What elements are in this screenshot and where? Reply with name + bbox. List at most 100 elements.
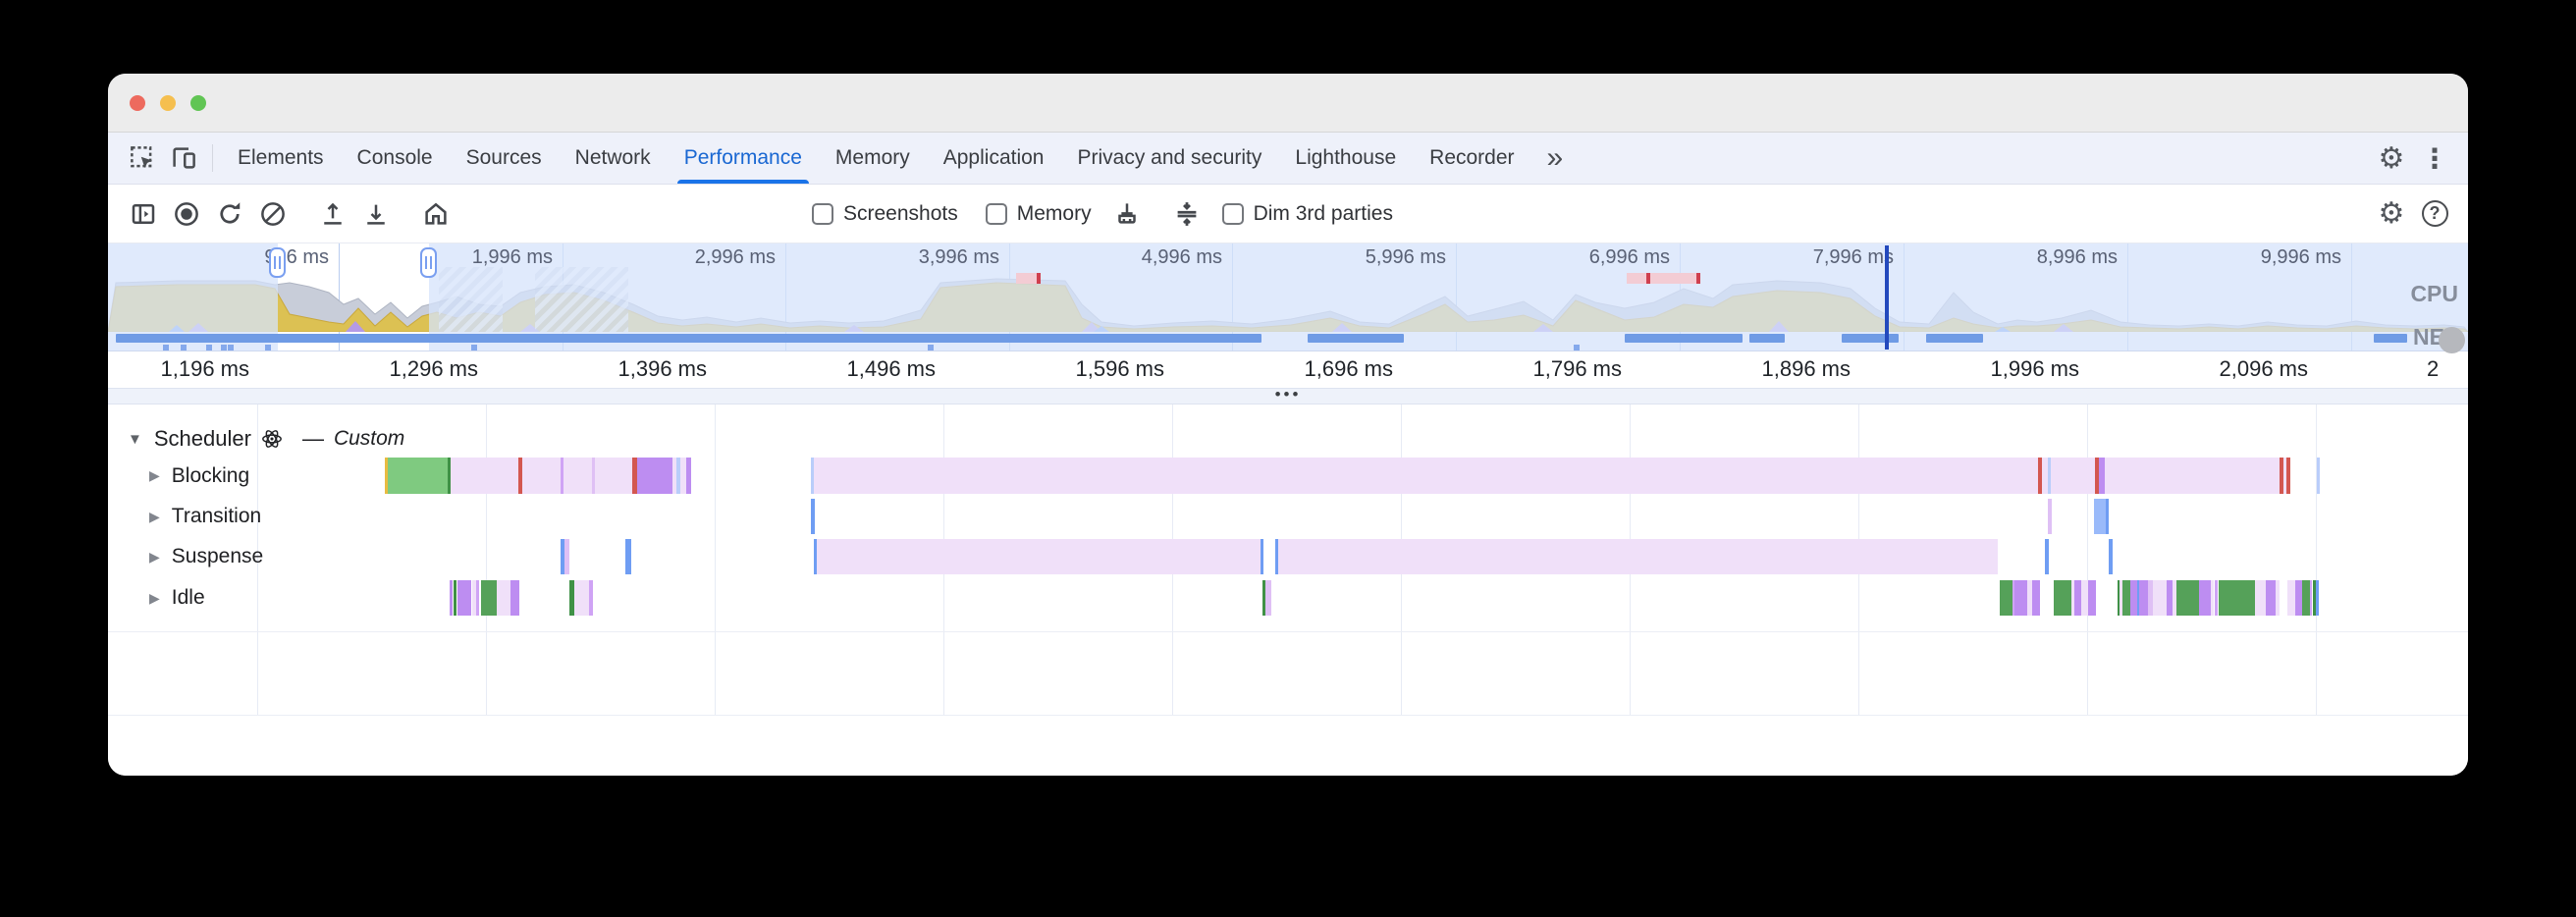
- timeline-event[interactable]: [451, 458, 518, 494]
- timeline-event[interactable]: [2014, 580, 2027, 616]
- timeline-event[interactable]: [2316, 580, 2319, 616]
- timeline-event[interactable]: [2048, 458, 2051, 494]
- timeline-event[interactable]: [1261, 539, 1263, 574]
- timeline-event[interactable]: [814, 539, 817, 574]
- collapse-flame-icon[interactable]: [1165, 192, 1208, 236]
- timeline-event[interactable]: [481, 580, 497, 616]
- timeline-event[interactable]: [2313, 580, 2316, 616]
- timeline-event[interactable]: [2302, 580, 2310, 616]
- timeline-event[interactable]: [564, 539, 569, 574]
- selection-handle-right[interactable]: [420, 247, 437, 278]
- timeline-event[interactable]: [595, 458, 632, 494]
- timeline-event[interactable]: [2276, 580, 2280, 616]
- tab-recorder[interactable]: Recorder: [1413, 133, 1530, 184]
- timeline-event[interactable]: [2255, 580, 2266, 616]
- timeline-event[interactable]: [2139, 580, 2148, 616]
- more-tabs-button[interactable]: »: [1546, 141, 1564, 174]
- timeline-event[interactable]: [457, 580, 471, 616]
- timeline-event[interactable]: [2012, 580, 2014, 616]
- timeline-event[interactable]: [2032, 580, 2040, 616]
- timeline-event[interactable]: [2266, 580, 2276, 616]
- timeline-event[interactable]: [388, 458, 448, 494]
- download-profile-icon[interactable]: [354, 192, 398, 236]
- timeline-event[interactable]: [2099, 458, 2105, 494]
- device-toolbar-icon[interactable]: [163, 133, 204, 184]
- timeline-event[interactable]: [2094, 499, 2106, 534]
- timeline-event[interactable]: [574, 580, 589, 616]
- capture-settings-gear-icon[interactable]: ⚙: [2378, 197, 2405, 230]
- timeline-event[interactable]: [2074, 580, 2081, 616]
- row-label-blocking[interactable]: ▶Blocking: [149, 458, 249, 494]
- timeline-event[interactable]: [811, 499, 815, 534]
- tab-network[interactable]: Network: [559, 133, 668, 184]
- timeline-event[interactable]: [561, 539, 564, 574]
- timeline-event[interactable]: [2167, 580, 2173, 616]
- vertical-scrollbar-thumb[interactable]: [2439, 327, 2465, 353]
- timeline-event[interactable]: [497, 580, 510, 616]
- timeline-event[interactable]: [561, 458, 564, 494]
- timeline-event[interactable]: [2215, 580, 2218, 616]
- inspect-element-icon[interactable]: [122, 133, 163, 184]
- row-label-idle[interactable]: ▶Idle: [149, 580, 205, 616]
- toggle-sidebar-icon[interactable]: [122, 192, 165, 236]
- home-live-metrics-icon[interactable]: [414, 192, 457, 236]
- timeline-event[interactable]: [2280, 458, 2283, 494]
- timeline-event[interactable]: [448, 458, 451, 494]
- collect-garbage-brush-icon[interactable]: [1105, 192, 1149, 236]
- timeline-event[interactable]: [1265, 580, 1271, 616]
- timeline-event[interactable]: [2000, 580, 2012, 616]
- zoom-window-button[interactable]: [190, 94, 206, 111]
- expand-triangle-icon[interactable]: ▶: [149, 467, 160, 483]
- timeline-event[interactable]: [2148, 580, 2153, 616]
- timeline-event[interactable]: [637, 458, 672, 494]
- memory-checkbox[interactable]: Memory: [985, 202, 1092, 226]
- checkbox-box[interactable]: [985, 202, 1007, 225]
- reload-and-record-icon[interactable]: [208, 192, 251, 236]
- timeline-event[interactable]: [2211, 580, 2214, 616]
- timeline-event[interactable]: [2310, 580, 2312, 616]
- timeline-event[interactable]: [2038, 458, 2042, 494]
- record-icon[interactable]: [165, 192, 208, 236]
- track-header-scheduler[interactable]: ▼Scheduler—Custom: [128, 426, 404, 452]
- timeline-event[interactable]: [2027, 580, 2032, 616]
- timeline-event[interactable]: [2081, 580, 2088, 616]
- playhead-marker[interactable]: [1885, 245, 1889, 350]
- timeline-event[interactable]: [522, 458, 561, 494]
- timeline-event[interactable]: [454, 580, 456, 616]
- screenshots-checkbox[interactable]: Screenshots: [812, 202, 958, 226]
- timeline-event[interactable]: [2286, 458, 2290, 494]
- timeline-event[interactable]: [2137, 580, 2139, 616]
- timeline-event[interactable]: [2095, 458, 2099, 494]
- customize-devtools-kebab-icon[interactable]: ⋮: [2421, 142, 2448, 174]
- help-icon[interactable]: ?: [2413, 192, 2456, 236]
- timeline-event[interactable]: [2130, 580, 2137, 616]
- timeline-event[interactable]: [450, 580, 453, 616]
- timeline-event[interactable]: [1262, 580, 1265, 616]
- timeline-event[interactable]: [2176, 580, 2199, 616]
- collapse-triangle-icon[interactable]: ▼: [128, 430, 142, 448]
- timeline-event[interactable]: [385, 458, 388, 494]
- timeline-event[interactable]: [2045, 539, 2049, 574]
- tab-performance[interactable]: Performance: [668, 133, 819, 184]
- timeline-event[interactable]: [2051, 458, 2095, 494]
- timeline-event[interactable]: [592, 458, 595, 494]
- timeline-event[interactable]: [2199, 580, 2211, 616]
- timeline-event[interactable]: [676, 458, 680, 494]
- timeline-event[interactable]: [680, 458, 686, 494]
- row-label-suspense[interactable]: ▶Suspense: [149, 539, 263, 574]
- tab-sources[interactable]: Sources: [450, 133, 559, 184]
- tab-application[interactable]: Application: [927, 133, 1061, 184]
- timeline-event[interactable]: [510, 580, 519, 616]
- timeline-event[interactable]: [476, 580, 479, 616]
- selection-handle-left[interactable]: [269, 247, 286, 278]
- timeline-event[interactable]: [2088, 580, 2096, 616]
- minimize-window-button[interactable]: [160, 94, 176, 111]
- upload-profile-icon[interactable]: [311, 192, 354, 236]
- timeline-event[interactable]: [2048, 499, 2052, 534]
- timeline-event[interactable]: [589, 580, 593, 616]
- close-window-button[interactable]: [130, 94, 145, 111]
- timeline-event[interactable]: [1275, 539, 1278, 574]
- timeline-event[interactable]: [2219, 580, 2255, 616]
- expand-triangle-icon[interactable]: ▶: [149, 508, 160, 524]
